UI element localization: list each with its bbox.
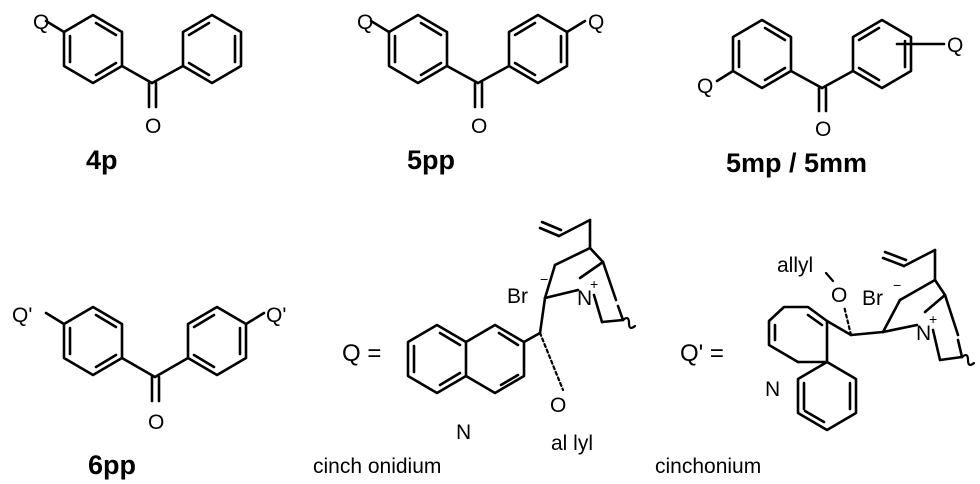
quinoline-nitrogen-label: N [765, 378, 780, 401]
allyl-label: allyl [777, 254, 813, 277]
allyl-label: al lyl [551, 432, 593, 455]
oxygen-label: O [145, 115, 161, 138]
compound-label-5mp-5mm: 5mp / 5mm [726, 148, 867, 178]
q-label-left: Q [697, 75, 713, 98]
structure-5pp: Q Q O 5pp [357, 11, 604, 175]
bromide-charge: − [893, 277, 901, 293]
q-prime-equals-label: Q' = [680, 340, 724, 367]
oxygen-label: O [471, 115, 487, 138]
structure-5mp-5mm: Q Q O 5mp / 5mm [697, 18, 963, 178]
q-label-right: Q [588, 11, 604, 34]
oxygen-label: O [831, 284, 847, 307]
oxygen-label: O [815, 118, 831, 141]
q-label: Q [33, 11, 49, 34]
oxygen-label: O [550, 394, 566, 417]
q-prime-label-left: Q' [12, 304, 32, 327]
q-equals-label: Q = [342, 340, 381, 367]
oxygen-label: O [148, 411, 164, 434]
q-label-left: Q [357, 11, 373, 34]
bromide-charge: − [540, 271, 548, 287]
q-prime-label-right: Q' [266, 304, 286, 327]
compound-label-4p: 4p [86, 145, 118, 175]
ammonium-charge: + [590, 276, 598, 292]
cinchonidium-label: cinch onidium [313, 455, 441, 478]
structure-6pp: Q' Q' O 6pp [12, 304, 286, 480]
bromide-label: Br [507, 285, 528, 308]
compound-label-5pp: 5pp [407, 145, 455, 175]
structure-cinchonium: Q' = N O allyl Br − [655, 248, 976, 478]
ammonium-charge: + [929, 311, 937, 327]
bromide-label: Br [862, 287, 883, 310]
ammonium-nitrogen-label: N [916, 322, 931, 345]
quinoline-nitrogen-label: N [456, 421, 471, 444]
ammonium-nitrogen-label: N [577, 287, 592, 310]
structure-cinchonidium: Q = N O al lyl Br − N + [313, 218, 637, 478]
structure-4p: Q O 4p [33, 11, 243, 175]
cinchonium-label: cinchonium [655, 455, 761, 478]
compound-label-6pp: 6pp [88, 450, 136, 480]
q-label-right: Q [947, 34, 963, 57]
